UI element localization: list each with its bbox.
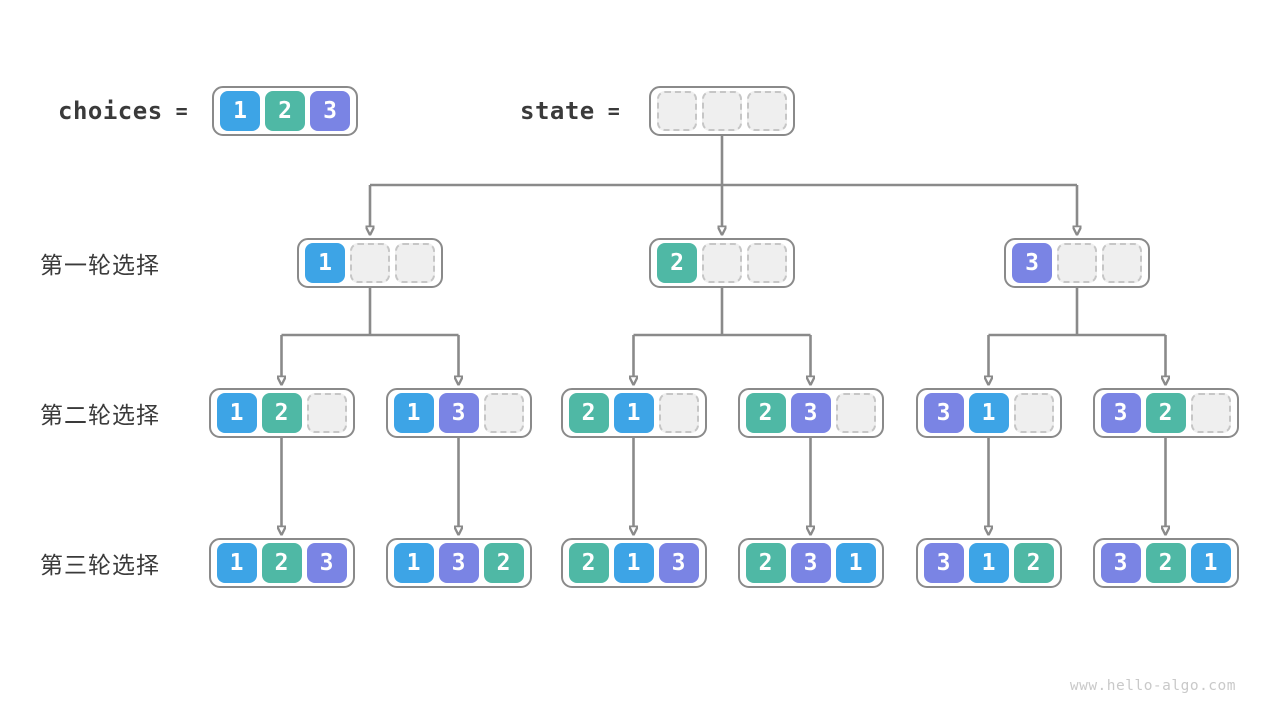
empty-slot	[350, 243, 390, 283]
value-cell-3: 3	[1100, 543, 1141, 583]
empty-slot	[483, 393, 524, 433]
empty-slot	[747, 91, 787, 131]
empty-slot	[1102, 243, 1142, 283]
value-cell-2: 2	[745, 543, 786, 583]
value-cell-3: 3	[790, 393, 831, 433]
value-cell-3: 3	[658, 543, 699, 583]
value-cell-3: 3	[1012, 243, 1052, 283]
empty-slot	[658, 393, 699, 433]
round-2-label: 第二轮选择	[40, 403, 160, 429]
value-cell-2: 2	[265, 91, 305, 131]
value-cell-3: 3	[790, 543, 831, 583]
value-cell-2: 2	[261, 543, 302, 583]
value-cell-2: 2	[745, 393, 786, 433]
value-cell-2: 2	[483, 543, 524, 583]
state-array	[649, 86, 795, 136]
value-cell-2: 2	[1145, 543, 1186, 583]
value-cell-1: 1	[613, 393, 654, 433]
choices-expression: choices =	[58, 86, 188, 136]
value-cell-2: 2	[568, 543, 609, 583]
value-cell-1: 1	[968, 543, 1009, 583]
empty-slot	[835, 393, 876, 433]
tree-node-1: 1	[297, 238, 443, 288]
empty-slot	[702, 91, 742, 131]
empty-slot	[306, 393, 347, 433]
value-cell-2: 2	[261, 393, 302, 433]
value-cell-2: 2	[1145, 393, 1186, 433]
tree-node-3: 3	[1004, 238, 1150, 288]
round-3-label: 第三轮选择	[40, 553, 160, 579]
value-cell-1: 1	[393, 393, 434, 433]
value-cell-3: 3	[923, 543, 964, 583]
value-cell-1: 1	[613, 543, 654, 583]
value-cell-1: 1	[835, 543, 876, 583]
empty-slot	[1013, 393, 1054, 433]
value-cell-1: 1	[220, 91, 260, 131]
empty-slot	[702, 243, 742, 283]
value-cell-3: 3	[438, 393, 479, 433]
value-cell-1: 1	[216, 543, 257, 583]
value-cell-1: 1	[1190, 543, 1231, 583]
round-1-label: 第一轮选择	[40, 253, 160, 279]
empty-slot	[395, 243, 435, 283]
value-cell-3: 3	[1100, 393, 1141, 433]
value-cell-3: 3	[306, 543, 347, 583]
state-expression: state =	[520, 86, 620, 136]
empty-slot	[1057, 243, 1097, 283]
state-equals-sign: =	[607, 99, 620, 123]
value-cell-2: 2	[1013, 543, 1054, 583]
choices-equals-sign: =	[175, 99, 188, 123]
value-cell-1: 1	[216, 393, 257, 433]
value-cell-3: 3	[310, 91, 350, 131]
watermark: www.hello-algo.com	[1069, 678, 1236, 694]
value-cell-1: 1	[305, 243, 345, 283]
empty-slot	[657, 91, 697, 131]
value-cell-1: 1	[968, 393, 1009, 433]
value-cell-1: 1	[393, 543, 434, 583]
empty-slot	[747, 243, 787, 283]
value-cell-2: 2	[568, 393, 609, 433]
state-label: state	[520, 97, 595, 125]
choices-label: choices	[58, 97, 163, 125]
value-cell-3: 3	[923, 393, 964, 433]
empty-slot	[1190, 393, 1231, 433]
tree-node-2: 2	[649, 238, 795, 288]
value-cell-3: 3	[438, 543, 479, 583]
value-cell-2: 2	[657, 243, 697, 283]
